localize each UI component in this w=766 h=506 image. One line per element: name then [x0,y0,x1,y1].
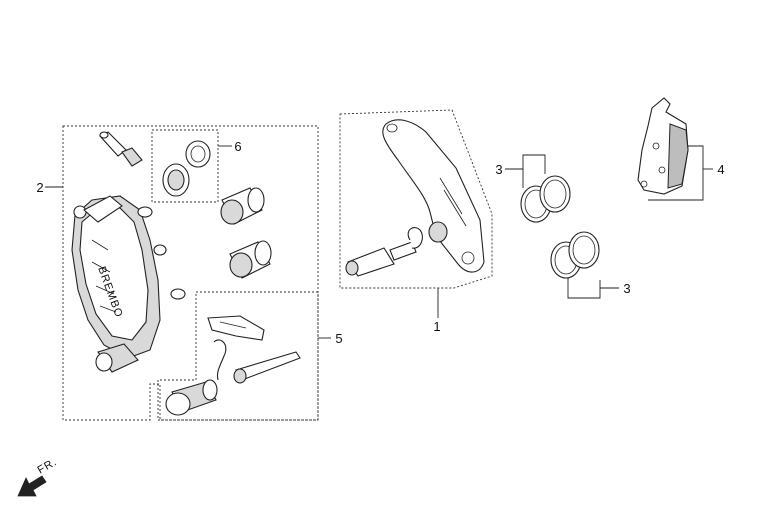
pad-spring-pin-drawing [165,315,301,416]
group-2-boundary [62,125,319,421]
callout-3-lower: 3 [623,281,630,296]
group-1-boundary [339,109,493,289]
caliper-body-drawing: BREMBO [71,195,186,373]
seal-rings-drawing [520,175,600,279]
callout-3-upper: 3 [495,162,502,177]
callout-2: 2 [36,180,43,195]
callout-1: 1 [433,319,440,334]
piston-seals-drawing [162,140,211,197]
brake-pad-drawing [637,97,689,195]
front-direction-label: FR. [36,456,60,477]
bleed-screw-drawing [99,131,143,167]
group-5-boundary [157,291,319,421]
callout-4: 4 [717,162,724,177]
callout-6: 6 [234,139,241,154]
pistons-drawing [220,187,272,279]
group-6-boundary [151,129,219,203]
front-direction-arrow-icon [17,475,47,497]
callout-5: 5 [335,331,342,346]
bracket-drawing [345,119,485,277]
